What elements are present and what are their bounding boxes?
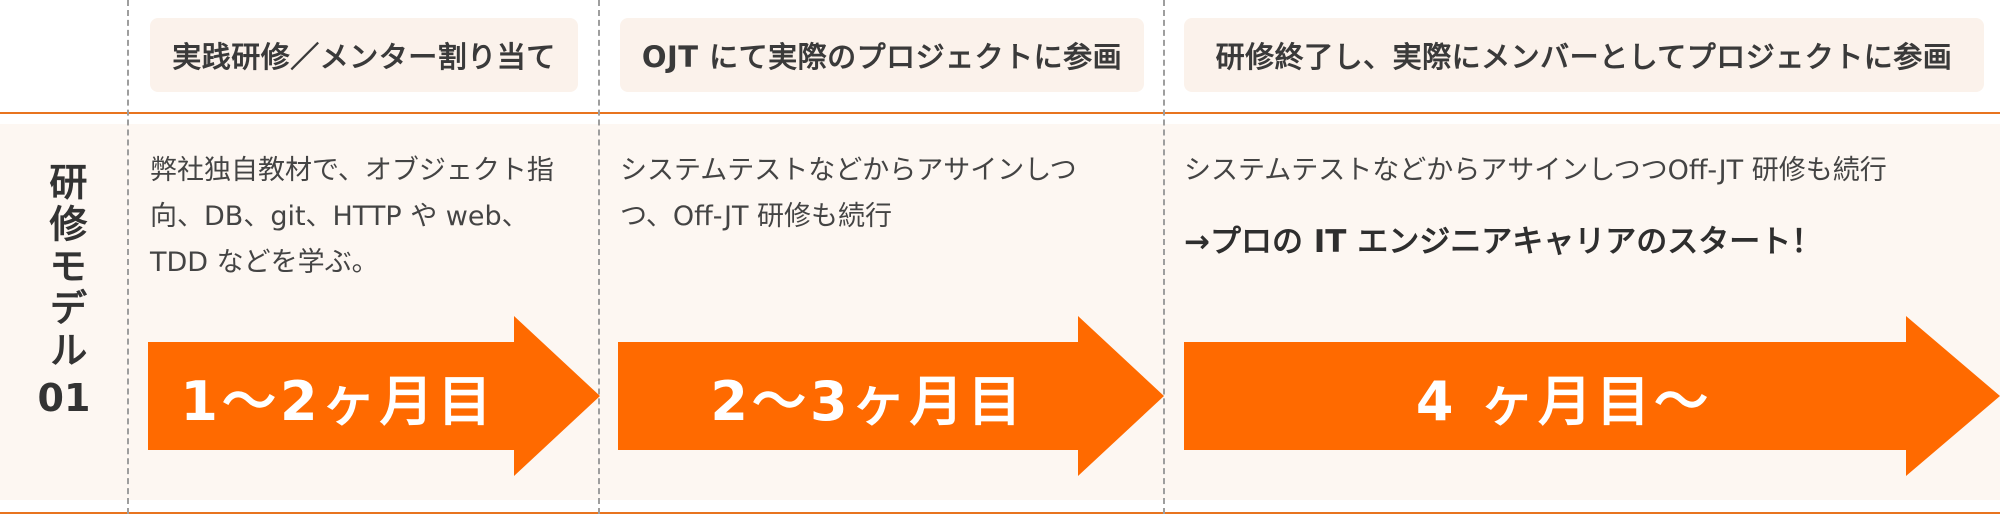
row-label-number: 01 — [37, 376, 91, 420]
column-divider-2 — [1163, 0, 1165, 514]
column-divider-1 — [598, 0, 600, 514]
phase-3-description: システムテストなどからアサインしつつOff-JT 研修も続行 — [1184, 155, 1887, 186]
phase-3-arrow-label: 4 ヶ月目〜 — [1415, 369, 1713, 433]
phase-2-header: OJT にて実際のプロジェクトに参画 — [620, 18, 1144, 92]
phase-3-arrow — [1184, 316, 2000, 476]
phase-3-header: 研修終了し、実際にメンバーとしてプロジェクトに参画 — [1184, 18, 1984, 92]
phase-1-arrow — [148, 316, 600, 476]
phase-3-highlight: →プロの IT エンジニアキャリアのスタート！ — [1184, 224, 1823, 260]
phase-1-description: 弊社独自教材で、オブジェクト指向、DB、git、HTTP や web、TDD な… — [150, 155, 554, 278]
row-label-text: 研修モデル — [42, 162, 87, 372]
phase-2-arrow — [618, 316, 1164, 476]
phase-1-arrow-label: 1〜2ヶ月目 — [180, 369, 496, 433]
column-divider-label — [127, 0, 129, 514]
phase-2-arrow-label: 2〜3ヶ月目 — [710, 369, 1026, 433]
bottom-divider — [0, 512, 2000, 514]
header-divider — [0, 112, 2000, 114]
phase-1-header: 実践研修／メンター割り当て — [150, 18, 578, 92]
row-label: 研修モデル 01 — [22, 162, 106, 462]
phase-2-description: システムテストなどからアサインしつつ、Off-JT 研修も続行 — [620, 155, 1077, 232]
